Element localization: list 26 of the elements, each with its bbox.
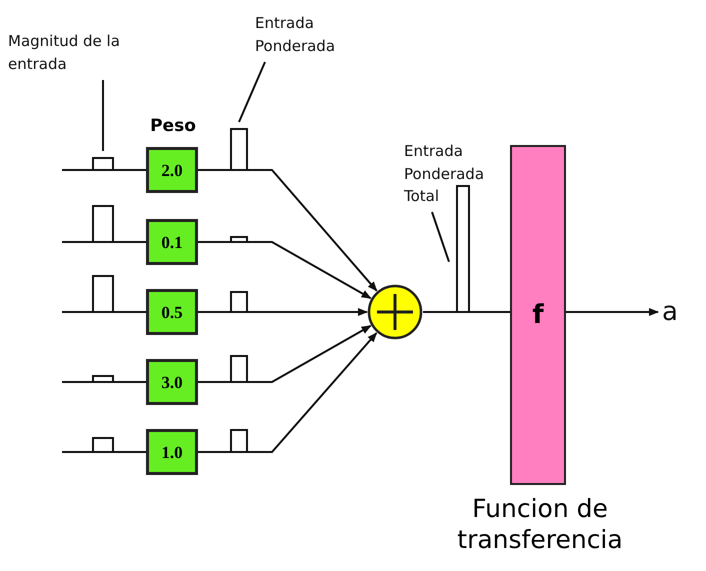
- output-label: a: [662, 296, 679, 329]
- weight-box: 0.5: [146, 289, 198, 335]
- arrow: [566, 308, 659, 316]
- weight-box: 1.0: [146, 429, 198, 475]
- callout-text: Magnitud de la entrada: [8, 31, 121, 74]
- connector-line: [62, 451, 146, 453]
- block-label: Funcion de transferencia: [456, 493, 624, 556]
- callout-text: Entrada Ponderada Total: [404, 141, 486, 207]
- leader-line: [431, 212, 450, 262]
- connector-line: [62, 311, 146, 313]
- callout-text: Entrada Ponderada: [255, 13, 336, 56]
- connector-line: [62, 169, 146, 171]
- column-heading: Peso: [149, 116, 197, 136]
- arrow: [198, 332, 378, 453]
- leader-line: [102, 80, 104, 151]
- connector-line: [62, 381, 146, 383]
- arrow: [198, 308, 368, 316]
- arrow: [198, 241, 372, 300]
- weight-box: 0.1: [146, 219, 198, 265]
- connector-line: [62, 241, 146, 243]
- arrow: [198, 324, 372, 383]
- arrow: [198, 169, 378, 292]
- weight-box: 3.0: [146, 359, 198, 405]
- weight-box: 2.0: [146, 147, 198, 193]
- leader-line: [238, 62, 266, 122]
- connector-line: [423, 311, 510, 313]
